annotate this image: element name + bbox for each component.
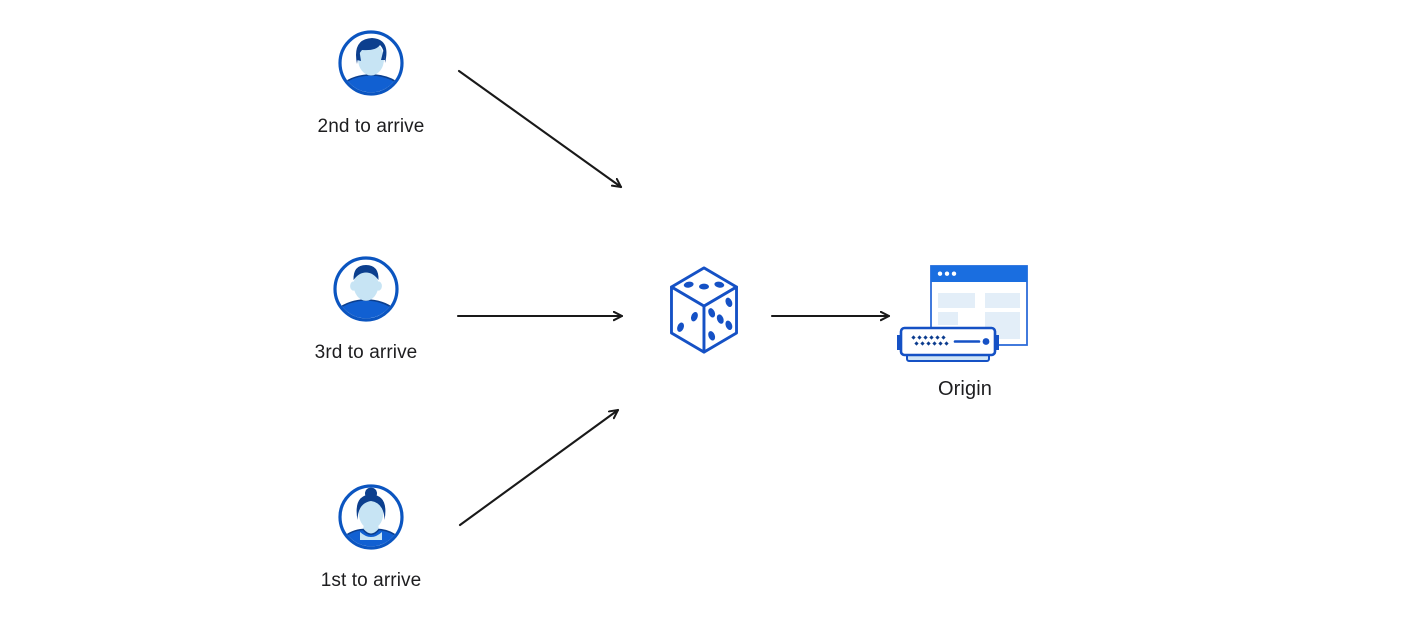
browser-window-icon — [930, 265, 1028, 346]
origin-browser-server-icon — [897, 265, 1028, 362]
dice-icon — [670, 266, 738, 354]
visitor-node-1st — [338, 484, 404, 550]
woman-bun-avatar-icon — [338, 484, 404, 550]
visitor-label-1st: 1st to arrive — [320, 570, 422, 591]
man-swept-hair-avatar-icon — [338, 30, 404, 96]
man-short-hair-avatar-icon — [333, 256, 399, 322]
visitor-node-2nd — [338, 30, 404, 96]
server-icon — [897, 326, 999, 362]
arrow-visitor1-to-dice — [458, 408, 620, 527]
random-selector-node — [666, 266, 742, 354]
arrow-visitor2-to-dice — [457, 69, 623, 189]
visitor-label-2nd: 2nd to arrive — [317, 116, 425, 137]
visitor-node-3rd — [333, 256, 399, 322]
origin-node — [893, 261, 1033, 366]
dice-pips — [677, 281, 733, 341]
visitor-label-3rd: 3rd to arrive — [314, 342, 418, 363]
origin-label: Origin — [938, 378, 992, 400]
